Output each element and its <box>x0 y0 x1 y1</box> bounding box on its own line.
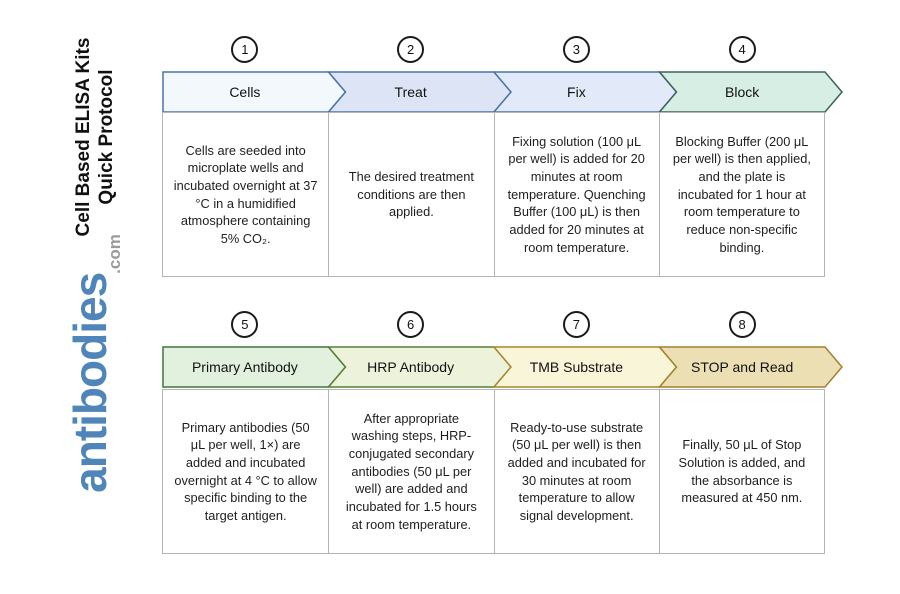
step-label-block: Block <box>725 84 760 100</box>
step-number: 7 <box>572 317 580 332</box>
step-description-treat: The desired treatment conditions are the… <box>328 113 494 276</box>
step-number-badge: 4 <box>728 36 756 63</box>
antibodies-logo: antibodies .com <box>63 228 124 498</box>
description-row-1: Cells are seeded into microplate wells a… <box>162 112 825 277</box>
step-number-badge: 6 <box>397 311 425 338</box>
step-label-tmb-substrate: TMB Substrate <box>529 359 624 375</box>
step-number-badge: 8 <box>728 311 756 338</box>
step-description-cells: Cells are seeded into microplate wells a… <box>163 113 329 276</box>
arrow-label-row-2: Primary Antibody HRP Antibody TMB Substr… <box>162 347 825 387</box>
step-label-stop-and-read: STOP and Read <box>691 359 794 375</box>
page-title: Cell Based ELISA Kits Quick Protocol <box>70 32 120 242</box>
step-description-stop-and-read: Finally, 50 μL of Stop Solution is added… <box>658 390 824 553</box>
process-arrow-band-row-1 <box>162 71 843 113</box>
step-number: 1 <box>241 42 249 57</box>
step-description-block: Blocking Buffer (200 μL per well) is the… <box>658 113 824 276</box>
arrow-shape-stop-and-read <box>657 346 843 388</box>
arrow-shape-block <box>657 71 843 113</box>
step-number-badge: 5 <box>231 311 259 338</box>
step-number: 2 <box>407 42 415 57</box>
arrow-label-row-1: Cells Treat Fix Block <box>162 72 825 112</box>
step-number: 3 <box>572 42 580 57</box>
page-title-line2: Quick Protocol <box>96 69 117 205</box>
logo-text: antibodies <box>64 272 116 493</box>
step-number: 4 <box>738 42 746 57</box>
process-arrow-band-row-2 <box>162 346 843 388</box>
logo-domain-suffix: .com <box>105 234 124 274</box>
page-title-line1: Cell Based ELISA Kits <box>72 37 94 237</box>
step-number: 6 <box>407 317 415 332</box>
step-label-treat: Treat <box>394 84 427 100</box>
step-number: 5 <box>241 317 249 332</box>
step-number-row-2: 5 6 7 8 <box>162 311 825 338</box>
step-label-cells: Cells <box>229 84 261 100</box>
description-row-2: Primary antibodies (50 μL per well, 1×) … <box>162 389 825 554</box>
step-description-tmb-substrate: Ready-to-use substrate (50 μL per well) … <box>493 390 659 553</box>
step-number-badge: 1 <box>231 36 259 63</box>
step-number-badge: 3 <box>562 36 590 63</box>
step-description-hrp-antibody: After appropriate washing steps, HRP-con… <box>328 390 494 553</box>
step-number-badge: 7 <box>562 311 590 338</box>
step-number-row-1: 1 2 3 4 <box>162 36 825 63</box>
step-label-fix: Fix <box>567 84 586 100</box>
step-description-primary-antibody: Primary antibodies (50 μL per well, 1×) … <box>163 390 329 553</box>
step-label-hrp-antibody: HRP Antibody <box>367 359 455 375</box>
step-number: 8 <box>738 317 746 332</box>
step-label-primary-antibody: Primary Antibody <box>191 359 298 375</box>
step-description-fix: Fixing solution (100 μL per well) is add… <box>493 113 659 276</box>
step-number-badge: 2 <box>397 36 425 63</box>
